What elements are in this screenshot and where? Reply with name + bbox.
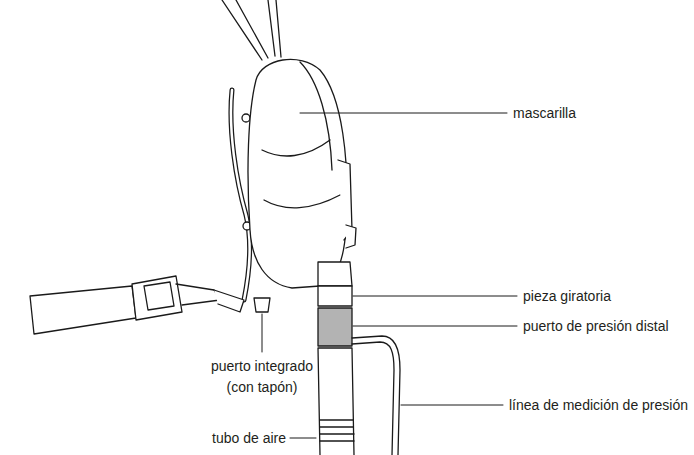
top-strap [268,0,275,56]
part-label: mascarilla [513,103,576,124]
part-label: puerto de presión distal [523,316,669,337]
swivel [318,286,352,306]
lower-strap [30,286,136,334]
pressure-line [352,342,394,455]
part-label: tubo de aire [212,428,286,449]
pressure-line [352,336,400,455]
distal-port [318,308,352,346]
mask-contour [300,62,332,170]
part-label: línea de medición de presión [509,395,688,416]
leader-line [262,314,263,352]
leader-line [353,296,517,297]
leader-line [353,326,517,327]
buckle-clip [176,284,220,305]
part-label: puerto integrado (con tapón) [197,356,327,398]
part-label: pieza giratoria [523,286,611,307]
cushion-edge [346,225,356,248]
top-strap [276,0,281,57]
mask-contour [262,140,330,156]
air-tube [318,348,354,455]
tube-rib [320,420,354,441]
leader-line [401,405,503,406]
top-strap [222,0,262,60]
integrated-port [254,298,270,312]
frame-arm-inner [231,90,250,300]
elbow [318,262,352,286]
top-strap [236,0,268,58]
leader-line [290,438,316,439]
leader-line [300,113,507,114]
buckle-slot [144,282,174,310]
buckle [132,276,182,320]
clip-link [214,290,244,312]
mask-contour [264,195,340,208]
frame-rivet [242,114,250,122]
frame-arm [231,90,250,300]
mask-shell [248,59,347,288]
